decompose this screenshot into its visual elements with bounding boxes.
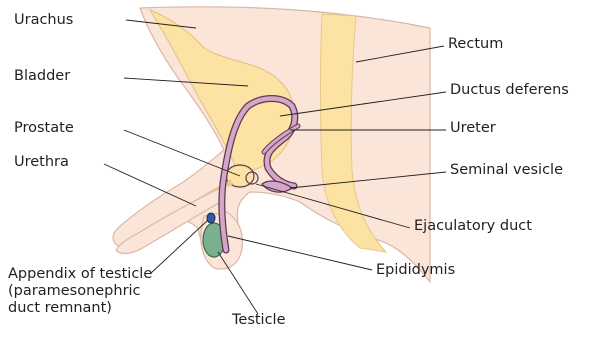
leader-testicle [218,252,258,314]
label-ductus-deferens: Ductus deferens [450,82,569,99]
label-seminal-vesicle: Seminal vesicle [450,162,563,179]
label-testicle: Testicle [232,312,286,329]
label-appendix-line-2: (paramesonephric [8,283,178,300]
label-appendix-line-1: Appendix of testicle [8,266,178,283]
label-prostate: Prostate [14,120,74,137]
appendix-shape [207,213,215,223]
label-ejaculatory-duct: Ejaculatory duct [414,218,532,235]
label-bladder: Bladder [14,68,70,85]
label-urachus: Urachus [14,12,73,29]
label-rectum: Rectum [448,36,503,53]
label-ureter: Ureter [450,120,496,137]
label-urethra: Urethra [14,154,69,171]
label-appendix-of-testicle: Appendix of testicle (paramesonephric du… [8,266,178,317]
label-appendix-line-3: duct remnant) [8,300,178,317]
label-epididymis: Epididymis [376,262,455,279]
leader-epididymis [228,236,372,270]
